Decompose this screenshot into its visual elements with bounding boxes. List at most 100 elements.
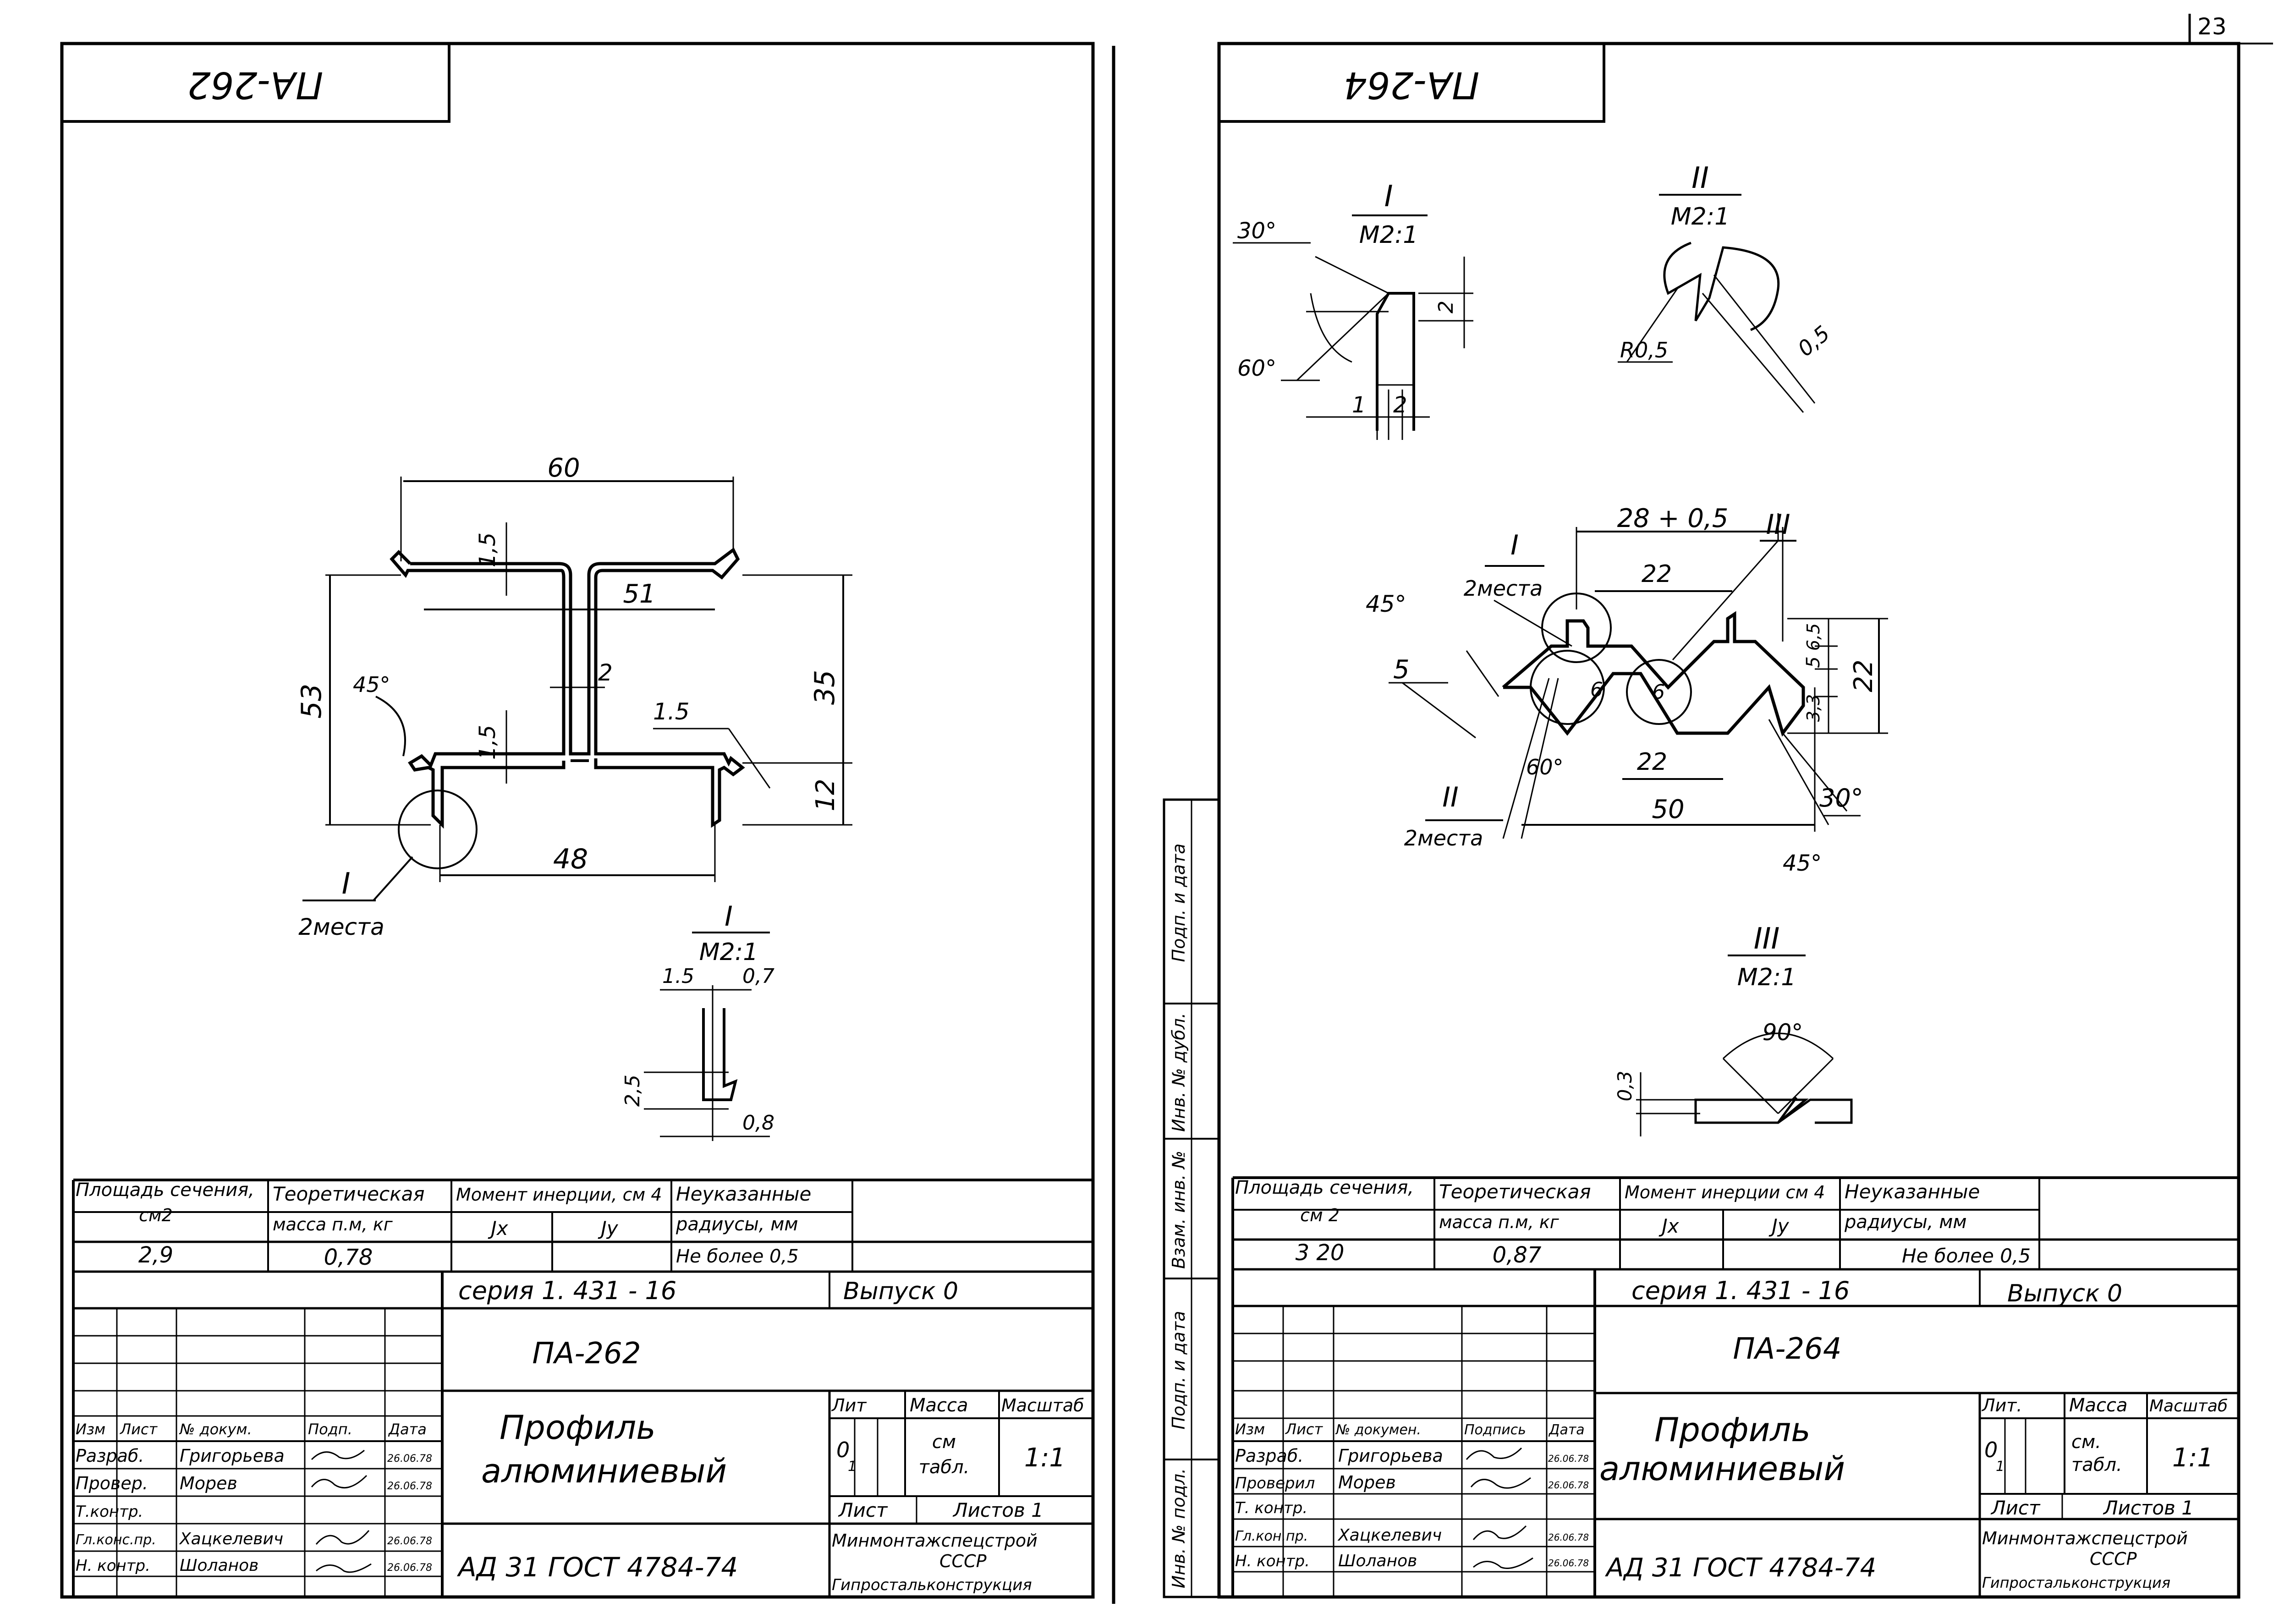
detail1-angle-30: 30° [1237,218,1276,244]
dim-28: 28 + 0,5 [1617,504,1729,533]
left-r5n: Шоланов [180,1556,258,1575]
dim-12: 12 [811,779,840,811]
angle-45-bottom: 45° [1783,850,1822,876]
left-h-mass: Масса [910,1395,968,1416]
angle-45: 45° [353,672,390,697]
dim-1-5-right: 1.5 [653,698,690,725]
circle-6-right: 6 [1652,680,1665,704]
right-series: серия 1. 431 - 16 [1631,1276,1850,1305]
left-profile-drawing [325,477,852,901]
r-prop-mass-header2: масса п.м, кг [1439,1212,1560,1232]
right-col-izm: Изм [1235,1421,1265,1438]
left-lit2: 1 [848,1459,857,1475]
signature-5 [1466,1447,1522,1460]
dim-50: 50 [1652,795,1684,824]
side-label-1: Подп. и дата [1169,844,1189,962]
right-detail-3: III М2:1 90° 0,3 [1614,922,1853,1136]
detail1-dim-2: 2 [1434,301,1458,313]
right-name1: Профиль [1654,1410,1811,1449]
signature-8 [1473,1557,1533,1569]
detail2-radius: R0,5 [1620,338,1668,362]
left-sheets-label: Листов 1 [952,1499,1043,1521]
callout-1-number: I [1510,529,1519,561]
dim-22-top: 22 [1642,560,1672,588]
left-h-scale: Масштаб [1001,1395,1084,1416]
right-r5n: Шоланов [1338,1552,1417,1570]
detail3-number: III [1754,922,1780,956]
right-scale: 1:1 [2172,1443,2213,1473]
left-r2: Провер. [76,1473,148,1493]
r-prop-area-unit: см 2 [1300,1205,1340,1225]
right-h-lit: Лит. [1981,1395,2022,1416]
left-org2: СССР [939,1551,987,1571]
right-detail-1: I М2:1 30° 60° 2 1 2 [1233,180,1473,440]
left-col-sign: Подп. [308,1421,352,1438]
r-prop-radii-header2: радиусы, мм [1844,1212,1967,1233]
right-r1d: 26.06.78 [1548,1453,1589,1464]
side-strip [1163,798,1220,1598]
right-sheets-label: Листов 1 [2103,1497,2194,1519]
signature-6 [1470,1477,1531,1489]
dim-5-left: 5 [1393,655,1410,685]
dim-48: 48 [553,843,588,875]
r-prop-radii-value: Не более 0,5 [1902,1245,2031,1267]
callout-number: I [342,867,351,901]
detail1-number: I [1384,180,1393,214]
prop-radii-header: Неуказанные [676,1183,811,1205]
prop-mass-header2: масса п.м, кг [273,1214,393,1234]
detail-dim-1: 1.5 [662,965,694,988]
left-org3: Гипростальконструкция [832,1576,1032,1594]
dim-5: 5 [1803,656,1824,668]
prop-mass-header: Теоретическая [273,1183,425,1205]
right-lit2: 1 [1996,1459,2004,1475]
left-r1d: 26.06.78 [387,1453,432,1465]
left-r5d: 26.06.78 [387,1562,432,1574]
right-code: ПА-264 [1733,1332,1841,1366]
dim-1-5-top: 1,5 [475,532,500,567]
signature-1 [311,1449,365,1460]
left-sheet-label: Лист [838,1499,888,1521]
left-scale: 1:1 [1024,1443,1065,1473]
page-number: 23 [2197,13,2227,40]
dim-22-vertical: 22 [1849,659,1878,692]
left-material: АД 31 ГОСТ 4784-74 [456,1552,738,1583]
right-r2: Проверил [1235,1474,1315,1492]
left-stamp: ПА-262 [187,64,323,106]
right-r5d: 26.06.78 [1548,1558,1589,1569]
side-label-5: Инв. № подл. [1169,1468,1189,1588]
dim-2: 2 [598,659,613,686]
right-stamp: ПА-264 [1344,64,1479,106]
prop-area-header: Площадь сечения, [76,1180,254,1201]
prop-mass-value: 0,78 [324,1245,373,1270]
right-properties-table [1231,1176,2239,1597]
prop-jy: Jy [598,1217,618,1240]
right-name2: алюминиевый [1599,1449,1845,1488]
left-mass2: табл. [919,1457,970,1478]
r-prop-jx: Jx [1658,1215,1679,1237]
r-prop-jy: Jy [1768,1215,1789,1237]
left-r2n: Морев [180,1473,237,1493]
right-detail-2: II М2:1 R0,5 0,5 [1618,161,1834,413]
detail1-dim-1: 1 [1352,392,1366,418]
side-label-2: Инв. № дубл. [1169,1013,1189,1132]
left-r1n: Григорьева [180,1446,285,1466]
angle-60: 60° [1526,755,1564,779]
detail3-angle-90: 90° [1763,1019,1803,1046]
signature-3 [315,1530,370,1545]
left-col-doc: № докум. [179,1421,252,1438]
callout-2-text: 2места [1404,826,1483,850]
detail1-scale: М2:1 [1359,221,1418,249]
right-r2n: Морев [1338,1472,1396,1492]
left-r4n: Хацкелевич [179,1530,283,1548]
left-r5: Н. контр. [76,1557,150,1575]
right-org3: Гипростальконструкция [1982,1574,2170,1591]
detail-dim-2: 0,7 [742,965,774,988]
left-h-lit: Лит [831,1395,867,1416]
signature-7 [1472,1525,1527,1540]
left-r3: Т.контр. [76,1503,143,1521]
right-title-block [1233,1269,2239,1598]
left-mass: см [932,1432,956,1453]
callout-3-number: III [1766,509,1790,541]
right-sheet-label: Лист [1990,1497,2041,1519]
